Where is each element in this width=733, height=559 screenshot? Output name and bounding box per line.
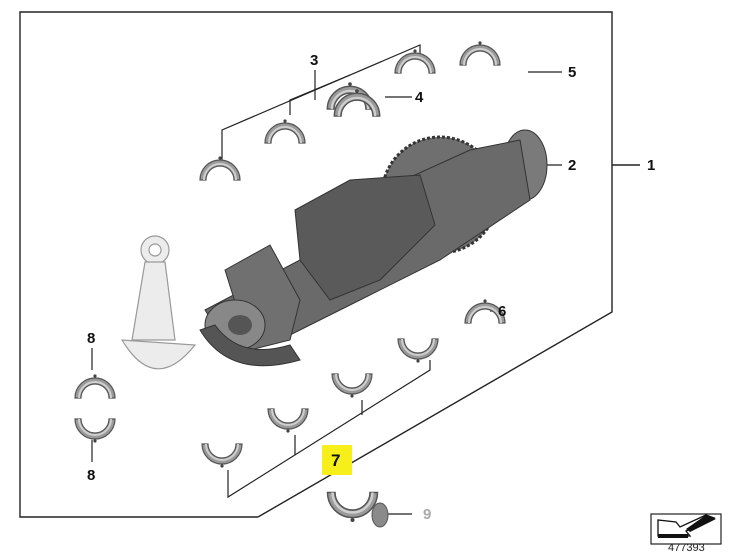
lower-bearing-shell[interactable] [267, 408, 309, 434]
crankshaft[interactable] [199, 129, 548, 367]
lower-bearing-shell[interactable] [397, 338, 439, 364]
callout-5[interactable]: 5 [568, 64, 577, 81]
thrust-bearing-shell-4[interactable] [326, 81, 381, 118]
callout-8-top[interactable]: 8 [87, 330, 96, 347]
upper-bearing-shell-5[interactable] [459, 40, 501, 66]
callout-7[interactable]: 7 [331, 451, 341, 470]
conrod-bearing-shell-upper[interactable] [74, 373, 116, 399]
callout-4[interactable]: 4 [415, 89, 424, 106]
leader-lines [91, 44, 562, 515]
assembly-frame [19, 11, 613, 518]
back-arrow-icon[interactable] [650, 513, 722, 545]
callout-9[interactable]: 9 [423, 506, 432, 523]
callout-3[interactable]: 3 [310, 52, 319, 69]
callout-1[interactable]: 1 [647, 157, 656, 174]
upper-bearing-shell[interactable] [264, 118, 306, 144]
callout-6[interactable]: 6 [498, 303, 507, 320]
callout-8-bottom[interactable]: 8 [87, 467, 96, 484]
callout-7-highlight [322, 445, 352, 475]
connecting-rod[interactable] [120, 235, 197, 370]
lower-bearing-shell[interactable] [331, 373, 373, 399]
conrod-bearing-shell-lower[interactable] [74, 418, 116, 444]
lower-bearing-shell[interactable] [201, 443, 243, 469]
upper-bearing-shell[interactable] [199, 155, 241, 181]
callout-2[interactable]: 2 [568, 157, 577, 174]
thrust-bearing-shell-9[interactable] [326, 491, 389, 528]
diagram-reference-number: 477393 [668, 542, 705, 554]
